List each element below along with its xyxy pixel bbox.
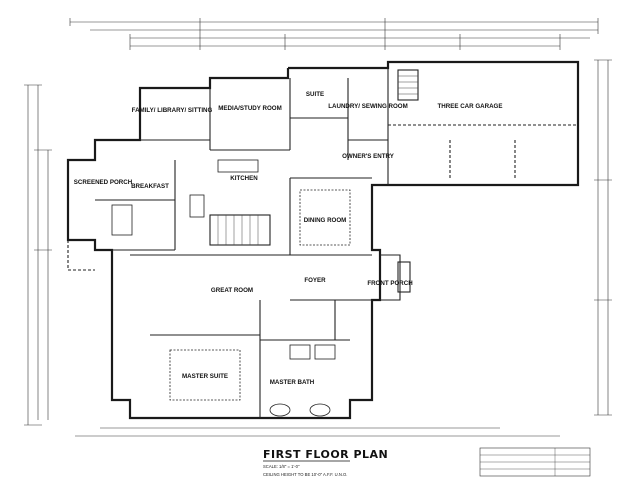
room-family: FAMILY/ LIBRARY/ SITTING xyxy=(132,107,213,114)
room-owners-entry: OWNER'S ENTRY xyxy=(342,153,395,160)
plan-scale: SCALE: 1/8" = 1'-0" xyxy=(263,464,300,469)
plan-note: CEILING HEIGHT TO BE 10'-0" A.F.F. U.N.O… xyxy=(263,472,347,477)
bottom-dimensions xyxy=(75,427,560,437)
plan-title: FIRST FLOOR PLAN xyxy=(263,448,388,461)
room-great-room: GREAT ROOM xyxy=(211,287,253,294)
porch-outlines xyxy=(67,240,411,301)
room-foyer: FOYER xyxy=(304,277,326,284)
room-suite: SUITE xyxy=(306,91,324,98)
room-laundry: LAUNDRY/ SEWING ROOM xyxy=(328,103,408,110)
room-master-suite: MASTER SUITE xyxy=(182,373,228,380)
stairs xyxy=(209,69,419,246)
right-dimensions xyxy=(594,59,612,416)
interior-walls xyxy=(95,68,578,418)
room-screened-porch: SCREENED PORCH xyxy=(74,179,133,186)
left-dimensions xyxy=(24,84,52,426)
room-media: MEDIA/STUDY ROOM xyxy=(218,105,281,112)
area-schedule xyxy=(479,447,591,477)
room-dining: DINING ROOM xyxy=(304,217,347,224)
room-kitchen: KITCHEN xyxy=(230,175,258,182)
room-front-porch: FRONT PORCH xyxy=(367,280,413,287)
room-master-bath: MASTER BATH xyxy=(270,379,315,386)
room-garage: THREE CAR GARAGE xyxy=(438,103,503,110)
fixtures xyxy=(111,159,351,417)
room-breakfast: BREAKFAST xyxy=(131,183,169,190)
exterior-walls xyxy=(66,60,580,420)
top-dimensions xyxy=(69,18,599,50)
